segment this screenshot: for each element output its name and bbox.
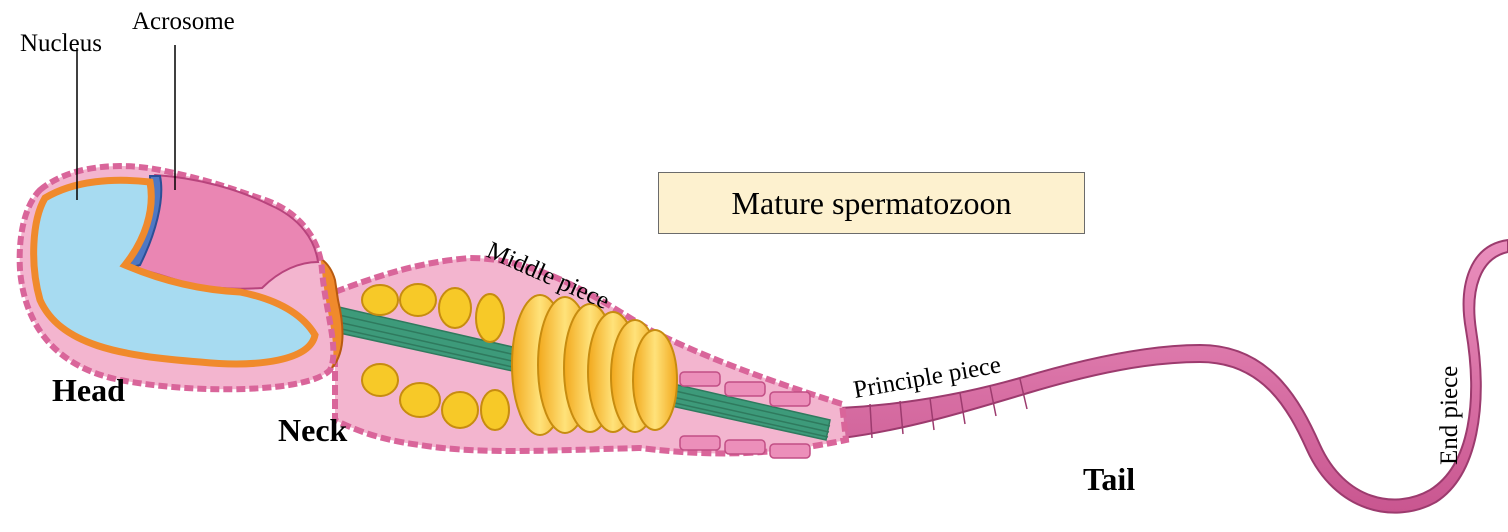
acrosome-label: Acrosome (132, 8, 235, 35)
neck-label: Neck (278, 412, 348, 448)
head-label: Head (52, 372, 125, 408)
diagram-title: Mature spermatozoon (658, 172, 1085, 234)
tail-label: Tail (1083, 461, 1135, 497)
nucleus-label: Nucleus (20, 30, 102, 57)
end-piece-label: End piece (1436, 366, 1463, 465)
mitochondrial-helix (512, 295, 677, 435)
